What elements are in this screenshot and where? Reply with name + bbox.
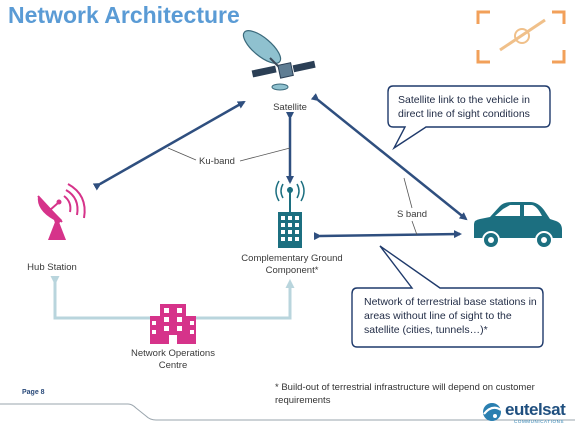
- page-number: Page 8: [22, 389, 45, 396]
- satellite-icon: [242, 30, 316, 91]
- footnote: * Build-out of terrestrial infrastructur…: [275, 381, 567, 407]
- callout2-line: Network of terrestrial base stations in: [364, 296, 537, 308]
- noc-label-line2: Centre: [158, 360, 188, 371]
- cgc-label-line2: Component*: [265, 265, 319, 276]
- page-title: Network Architecture: [8, 2, 240, 28]
- noc-label: Network Operations Centre: [118, 348, 228, 372]
- satellite-vehicle-link: [310, 93, 468, 221]
- terrestrial-callout-text: Network of terrestrial base stations in …: [364, 295, 542, 337]
- terrestrial-links: [50, 276, 295, 320]
- satellite-label: Satellite: [273, 102, 307, 113]
- ku-band-leader-2: [239, 147, 291, 162]
- s-band-leader-2: [411, 220, 418, 236]
- hub-satellite-link: [92, 100, 246, 191]
- eutelsat-logo-icon: [483, 403, 502, 421]
- noc-label-line1: Network Operations: [131, 348, 215, 359]
- corner-decoration-icon: [476, 10, 566, 64]
- brand-name: eutelsat: [505, 400, 566, 419]
- s-band-leader: [403, 177, 413, 209]
- satellite-link-callout-bubble: [387, 85, 551, 151]
- footer-divider: [0, 403, 575, 421]
- terrestrial-callout-bubble: [351, 245, 544, 348]
- callout2-line: areas without line of sight to the: [364, 310, 512, 322]
- footnote-line: requirements: [275, 395, 331, 406]
- hub-station-label: Hub Station: [27, 262, 77, 273]
- ku-band-label: Ku-band: [199, 156, 235, 167]
- callout1-line: direct line of sight conditions: [398, 108, 530, 120]
- s-band-label: S band: [396, 209, 428, 220]
- cgc-tower-icon: [275, 180, 305, 248]
- cgc-label: Complementary Ground Component*: [238, 253, 346, 277]
- vehicle-icon: [474, 202, 562, 249]
- ku-band-leader: [167, 147, 197, 161]
- satellite-link-callout-text: Satellite link to the vehicle in direct …: [398, 93, 548, 121]
- footnote-line: * Build-out of terrestrial infrastructur…: [275, 382, 535, 393]
- hub-dish-icon: [37, 183, 86, 240]
- cgc-vehicle-link: [313, 230, 462, 241]
- noc-building-icon: [150, 304, 196, 344]
- callout1-line: Satellite link to the vehicle in: [398, 94, 530, 106]
- callout2-line: satellite (cities, tunnels…)*: [364, 324, 488, 336]
- brand-subtitle: COMMUNICATIONS: [514, 419, 565, 424]
- cgc-label-line1: Complementary Ground: [241, 253, 343, 264]
